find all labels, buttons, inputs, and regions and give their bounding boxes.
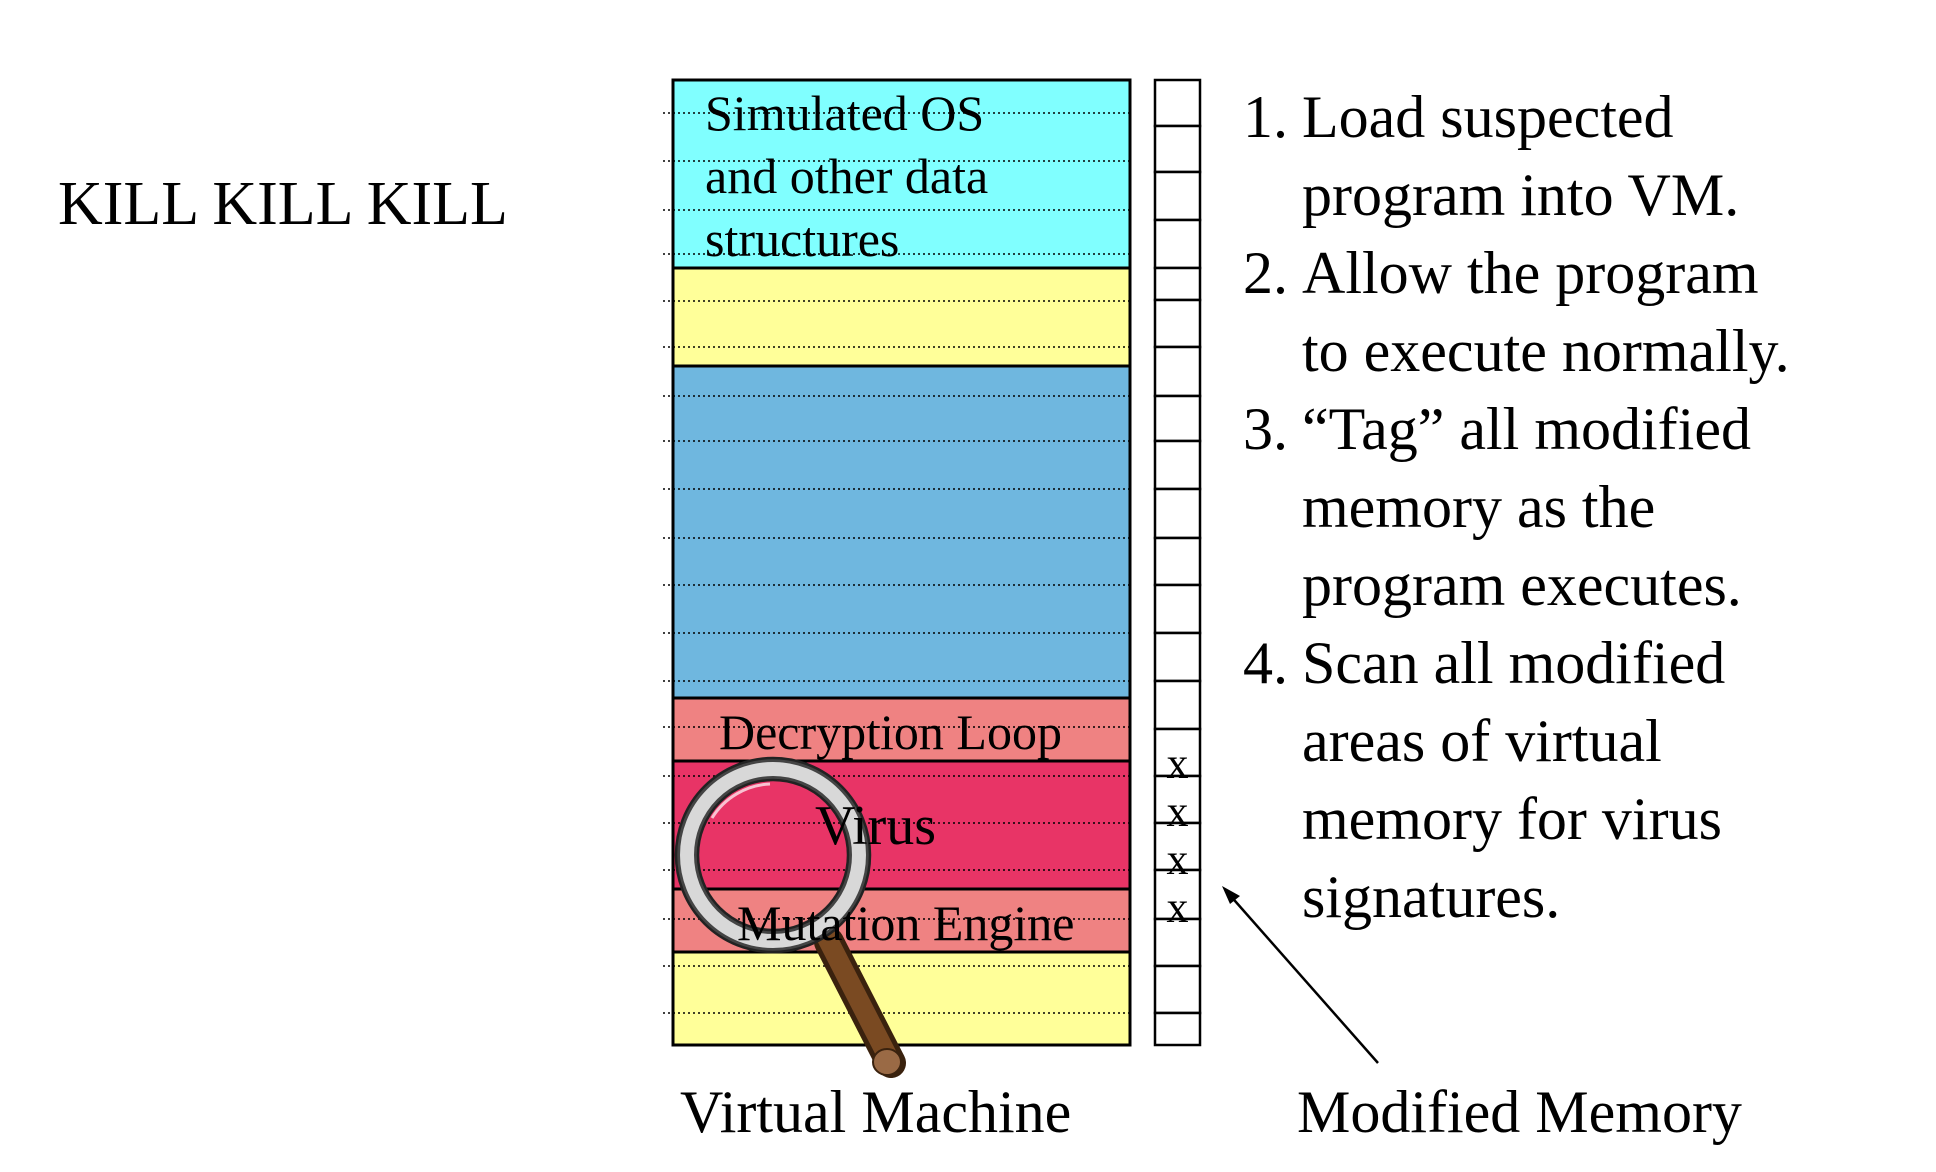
memory-cell	[1153, 298, 1202, 349]
memory-cell	[1153, 170, 1202, 222]
memory-cell	[1153, 487, 1202, 540]
modified-mark: x	[1167, 835, 1189, 884]
vm-os-label-line-3: structures	[705, 211, 900, 267]
vm-region-decryption-loop	[671, 696, 1132, 763]
modified-mark: x	[1167, 787, 1189, 836]
step-line: memory as the	[1302, 474, 1656, 540]
pointer-arrow	[1222, 886, 1379, 1064]
steps-list: 1. Load suspected program into VM. 2. All…	[1222, 78, 1922, 936]
memory-cell	[1153, 631, 1202, 683]
step-number: 1.	[1243, 84, 1288, 150]
step-line: Allow the program	[1302, 240, 1759, 306]
step-4: 4. Scan all modified areas of virtual memo…	[1222, 624, 1922, 936]
vm-os-label-line-1: Simulated OS	[705, 85, 985, 141]
step-3: 3. “Tag” all modified memory as the progra…	[1222, 390, 1922, 624]
modified-memory-caption: Modified Memory	[1297, 1079, 1742, 1145]
modified-mark: x	[1167, 883, 1189, 932]
memory-cell	[1153, 679, 1202, 731]
memory-cell	[1153, 821, 1202, 872]
step-line: to execute normally.	[1302, 318, 1790, 384]
memory-cell	[1153, 1011, 1202, 1047]
step-line: signatures.	[1302, 864, 1561, 930]
step-line: memory for virus	[1302, 786, 1722, 852]
memory-cell	[1153, 218, 1202, 270]
memory-cell	[1153, 583, 1202, 635]
vm-region-os	[671, 78, 1132, 270]
memory-cell	[1153, 439, 1202, 491]
step-line: program into VM.	[1302, 162, 1740, 228]
memory-cell	[1153, 536, 1202, 587]
virus-label: Virus	[815, 795, 937, 857]
step-line: Scan all modified	[1302, 630, 1726, 696]
decryption-loop-label: Decryption Loop	[719, 704, 1062, 760]
memory-cell	[1153, 266, 1202, 302]
kill-label: KILL KILL KILL	[58, 170, 508, 238]
magnifying-glass-icon	[674, 756, 906, 1078]
modified-mark: x	[1167, 739, 1189, 788]
memory-cell	[1153, 964, 1202, 1015]
memory-cell	[1153, 774, 1202, 825]
step-line: Load suspected	[1302, 84, 1674, 150]
virtual-machine-caption: Virtual Machine	[680, 1079, 1072, 1145]
memory-cell	[1153, 394, 1202, 443]
vm-region-free-bottom	[671, 950, 1132, 1047]
step-number: 2.	[1243, 240, 1288, 306]
memory-cell	[1153, 124, 1202, 174]
vm-region-free-top	[671, 266, 1132, 368]
memory-cell	[1153, 345, 1202, 398]
memory-cell	[1153, 78, 1202, 128]
memory-cell	[1153, 727, 1202, 778]
step-line: program executes.	[1302, 552, 1742, 618]
mutation-engine-label: Mutation Engine	[737, 895, 1075, 951]
step-2: 2. Allow the program to execute normally.	[1222, 234, 1922, 390]
step-number: 3.	[1243, 396, 1288, 462]
step-line: “Tag” all modified	[1302, 396, 1751, 462]
vm-region-program	[671, 364, 1132, 700]
step-line: areas of virtual	[1302, 708, 1662, 774]
step-1: 1. Load suspected program into VM.	[1222, 78, 1922, 234]
vm-os-label-line-2: and other data	[705, 148, 989, 204]
step-number: 4.	[1243, 630, 1288, 696]
